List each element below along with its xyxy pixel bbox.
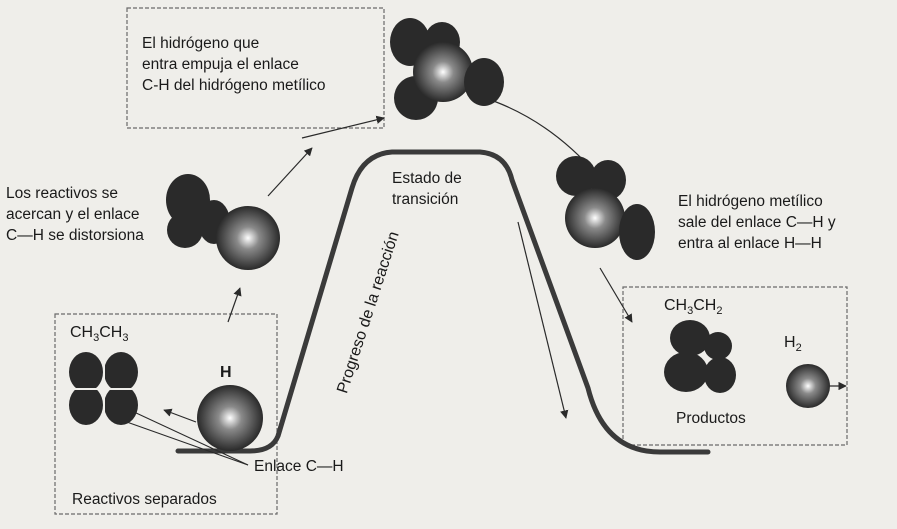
ch-bond-pointer-2 bbox=[133, 411, 249, 466]
h2-orbital bbox=[786, 364, 830, 408]
approach-orbital bbox=[166, 174, 280, 270]
arrow-ts-up bbox=[301, 115, 385, 139]
arrow-approach-to-top bbox=[267, 147, 313, 197]
top-box-line-1: El hidrógeno que bbox=[142, 35, 260, 52]
ethyl-formula: CH3CH2 bbox=[664, 297, 722, 317]
exit-orbital bbox=[556, 156, 655, 260]
top-box-line-2: entra empuja el enlace bbox=[142, 56, 299, 73]
ethane-formula-sub-2: 3 bbox=[122, 332, 129, 345]
transition-orbital bbox=[390, 18, 504, 120]
approach-label: Los reactivos se acercan y el enlace C—H… bbox=[6, 183, 144, 246]
ethyl-formula-sub-2: 2 bbox=[716, 305, 723, 318]
h-atom-label: H bbox=[220, 364, 232, 381]
products-box bbox=[622, 286, 848, 446]
transition-line-1: Estado de bbox=[392, 170, 462, 187]
reactants-box bbox=[54, 313, 278, 515]
exit-line-3: entra al enlace H—H bbox=[678, 235, 822, 252]
energy-curve bbox=[175, 149, 711, 455]
transition-state-label: Estado de transición bbox=[392, 168, 462, 210]
top-box-label: El hidrógeno que entra empuja el enlace … bbox=[142, 33, 326, 96]
ch-bond-label: Enlace C—H bbox=[254, 458, 344, 475]
arrow-right-to-products bbox=[599, 267, 633, 323]
ethyl-formula-part-1: CH bbox=[664, 297, 688, 314]
ethyl-formula-sub-1: 3 bbox=[687, 305, 694, 318]
approach-line-3: C—H se distorsiona bbox=[6, 227, 144, 244]
top-box-line-3: C-H del hidrógeno metílico bbox=[142, 77, 326, 94]
ethane-formula-part-2: CH bbox=[99, 324, 123, 341]
transition-line-2: transición bbox=[392, 191, 459, 208]
arrow-reactants-up bbox=[227, 287, 242, 323]
top-label-box bbox=[126, 7, 385, 129]
separated-reactants-label: Reactivos separados bbox=[72, 491, 217, 508]
h-atom-orbital bbox=[197, 385, 263, 451]
arrow-h-to-ethane bbox=[163, 408, 197, 423]
ethane-formula: CH3CH3 bbox=[70, 324, 128, 344]
ethane-orbital bbox=[69, 352, 138, 426]
ethane-formula-part-1: CH bbox=[70, 324, 94, 341]
exit-line-2: sale del enlace C—H y bbox=[678, 214, 836, 231]
products-label: Productos bbox=[676, 410, 746, 427]
arrow-ts-down bbox=[517, 221, 569, 419]
methyl-exit-label: El hidrógeno metílico sale del enlace C—… bbox=[678, 191, 836, 254]
ch-bond-pointer-1 bbox=[109, 415, 249, 466]
ethyl-orbital bbox=[664, 320, 736, 393]
ethyl-formula-part-2: CH bbox=[693, 297, 717, 314]
h2-formula-part-1: H bbox=[784, 334, 796, 351]
h2-formula: H2 bbox=[784, 334, 802, 354]
exit-line-1: El hidrógeno metílico bbox=[678, 193, 823, 210]
ethane-formula-sub-1: 3 bbox=[93, 332, 100, 345]
approach-line-1: Los reactivos se bbox=[6, 185, 118, 202]
approach-line-2: acercan y el enlace bbox=[6, 206, 140, 223]
h2-formula-sub-1: 2 bbox=[795, 342, 802, 355]
